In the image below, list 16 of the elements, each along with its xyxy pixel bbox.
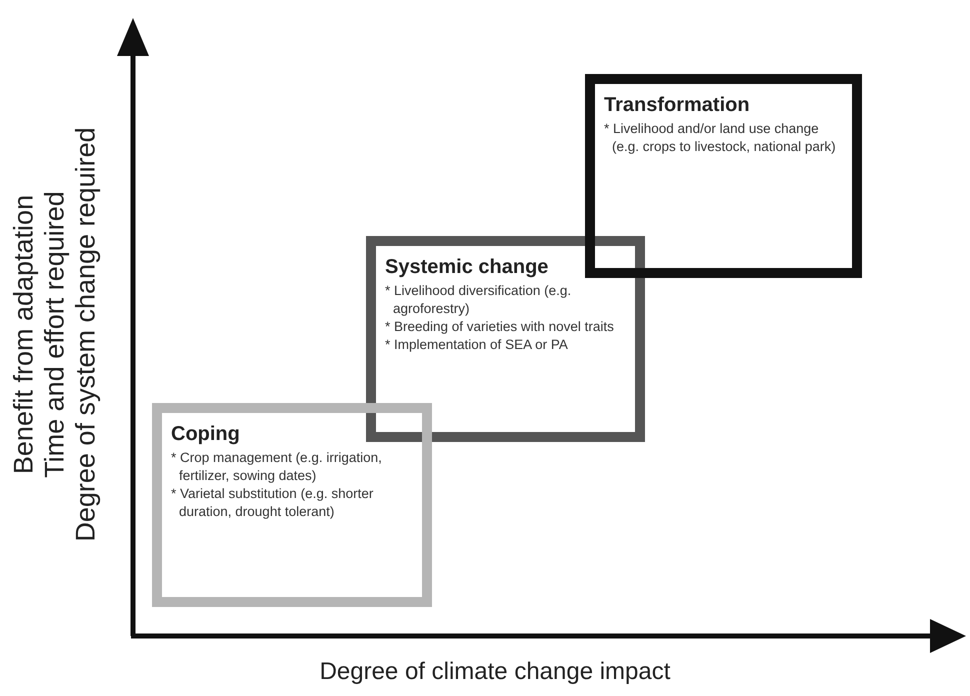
bullet-text: * Breeding of varieties with novel traits xyxy=(385,318,615,336)
stage-box xyxy=(585,74,862,278)
axis-label: Time and effort required xyxy=(40,191,70,478)
bullet-text: * Livelihood and/or land use change (e.g. crops to livestock, national park) xyxy=(604,120,837,156)
stage-box xyxy=(366,236,645,442)
axis-label: Degree of system change required xyxy=(70,127,102,542)
bullet-text: * Varietal substitution (e.g. shorter duration, drought tolerant) xyxy=(171,485,374,521)
box-heading: Transformation xyxy=(604,93,750,118)
axis-label: Degree of climate change impact xyxy=(320,657,670,687)
box-heading: Systemic change xyxy=(385,255,548,280)
bullet-text: * Livelihood diversification (e.g. agroforestry) xyxy=(385,282,572,318)
stage-box xyxy=(152,403,432,607)
bullet-text: * Crop management (e.g. irrigation, fertilizer, sowing dates) xyxy=(171,449,383,485)
box-heading: Coping xyxy=(171,422,240,447)
axis-label: Benefit from adaptation xyxy=(8,194,40,474)
bullet-text: * Implementation of SEA or PA xyxy=(385,336,569,354)
